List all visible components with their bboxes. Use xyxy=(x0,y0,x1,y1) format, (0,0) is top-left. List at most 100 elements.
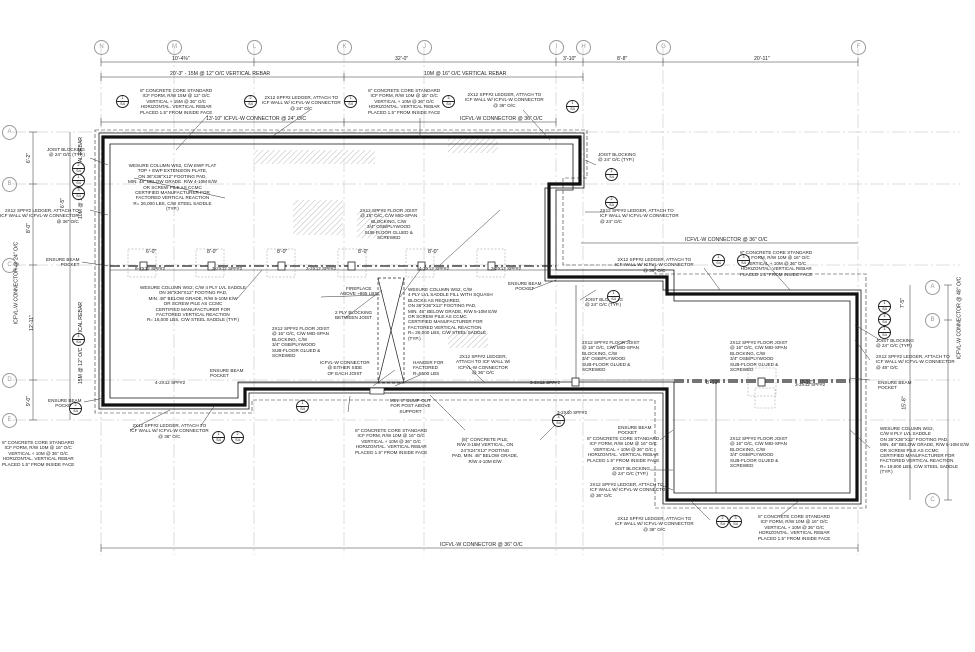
beam-lines xyxy=(110,265,850,383)
grid-bubble-left-c: C xyxy=(2,258,17,273)
dim-left-b: 6'-5" xyxy=(60,197,67,209)
dimension-lines xyxy=(29,58,952,552)
fireplace-framing xyxy=(369,277,405,395)
note-wesure-column-1: WESURE COLUMN WS2, C/W EWF FLAT TOP + EW… xyxy=(128,163,217,212)
grid-bubble-top-f: F xyxy=(851,40,866,55)
note-icf-wall-bottom-mid: 8" CONCRETE CORE STANDARD ICF FORM, R/W … xyxy=(355,428,428,455)
note-ledger-bottom-mid: 2x12 SPF#2 LEDGER, ATTACH TO ICF WALL W/… xyxy=(590,482,669,498)
note-floor-joist-1: 2x12 SPF#2 FLOOR JOIST @ 16" O/C, C/W MI… xyxy=(360,208,418,241)
beam-label-8: 3-2x12 SPF#2 xyxy=(795,382,826,387)
note-beam-pocket-right-lower: ENSURE BEAM POCKET xyxy=(618,425,652,436)
note-2ply-blocking: 2 PLY BLOCKING BETWEEN JOIST xyxy=(335,310,373,321)
grid-bubble-right-c: C xyxy=(925,493,940,508)
dim-right-a: 7'-5" xyxy=(900,297,907,309)
rebar-top-right: 10M @ 16" O/C VERTICAL REBAR xyxy=(424,71,507,77)
grid-bubble-left-d: D xyxy=(2,373,17,388)
note-floor-joist-4: 2x12 SPF#2 FLOOR JOIST @ 16" O/C, C/W MI… xyxy=(730,340,788,373)
note-wesure-column-4: WESURE COLUMN WS2, C/W 8 PLY LVL SADDLE … xyxy=(880,426,969,475)
note-hanger: HANGER FOR FACTORED R=5500 LBS xyxy=(413,360,444,376)
beam-secondary-lines xyxy=(110,269,717,493)
grid-bubble-left-b: B xyxy=(2,177,17,192)
connector-top-a: 13'-10" ICFVL-W CONNECTOR @ 24" O/C xyxy=(206,116,307,122)
dim-top-1: 10'-4⅜" xyxy=(172,56,190,62)
grid-bubble-top-h: H xyxy=(576,40,591,55)
grid-bubble-right-b: B xyxy=(925,313,940,328)
beam-label-7: 3-2x12 SPF#2 xyxy=(530,380,561,385)
connector-top-b: ICFVL-W CONNECTOR @ 36" O/C xyxy=(460,116,543,122)
note-icf-wall-top-left: 8" CONCRETE CORE STANDARD ICF FORM, R/W … xyxy=(140,88,213,115)
note-beam-pocket-left-1: ENSURE BEAM POCKET xyxy=(46,257,80,268)
note-ledger-mid: 2x12 SPF#2 LEDGER, ATTACH TO ICF WALL W/… xyxy=(456,354,511,376)
grid-bubble-left-e: E xyxy=(2,413,17,428)
grid-bubble-right-a: A xyxy=(925,280,940,295)
note-ledger-right-1: 2x12 SPF#2 LEDGER, ATTACH TO ICF WALL W/… xyxy=(600,208,679,224)
note-ledger-bottom-right: 2x12 SPF#2 LEDGER, ATTACH TO ICF WALL W/… xyxy=(615,516,694,532)
note-beam-pocket-lower: ENSURE BEAM POCKET xyxy=(210,368,244,379)
dim-right-b: 15'-8" xyxy=(901,396,908,410)
grid-bubble-top-i: I xyxy=(549,40,564,55)
note-ledger-top-1: 2x12 SPF#2 LEDGER, ATTACH TO ICF WALL W/… xyxy=(262,95,341,111)
note-joist-blocking-lower: JOIST BLOCKING @ 24" O/C (TYP.) xyxy=(612,466,650,477)
note-joist-blocking-far-right: JOIST BLOCKING @ 24" O/C (TYP.) xyxy=(876,338,914,349)
beam-label-5: 3-2x12 SPF#2 xyxy=(491,266,522,271)
grid-bubble-top-g: G xyxy=(656,40,671,55)
grid-bubble-top-n: N xyxy=(94,40,109,55)
note-beam-pocket-mid: ENSURE BEAM POCKET xyxy=(508,281,542,292)
note-joist-blocking-right: JOIST BLOCKING @ 24" O/C (TYP.) xyxy=(598,152,636,163)
connector-right-vertical: ICFVL-W CONNECTOR @ 48" O/C xyxy=(956,276,963,360)
note-icf-wall-mid-right: 8" CONCRETE CORE STANDARD ICF FORM, R/W … xyxy=(587,436,660,463)
dim-left-e: 9'-0" xyxy=(26,395,33,407)
icf-walls xyxy=(98,132,862,505)
grid-lines xyxy=(12,48,960,555)
note-icf-wall-top-right: 8" CONCRETE CORE STANDARD ICF FORM, R/W … xyxy=(740,250,813,277)
leader-lines xyxy=(81,109,881,521)
grid-bubble-top-m: M xyxy=(167,40,182,55)
grid-bubble-left-a: A xyxy=(2,125,17,140)
note-ledger-bottom-left: 2x12 SPF#2 LEDGER, ATTACH TO ICF WALL W/… xyxy=(130,423,209,439)
beam-label-3: 3-2x12 SPF#2 xyxy=(306,266,337,271)
dim-top-3: 3'-10" xyxy=(563,56,577,62)
beam-label-9: 3-2x10 SPF#2 xyxy=(557,410,588,415)
note-connector-joist: ICFVL-W CONNECTOR @ EITHER SIDE OF EACH … xyxy=(320,360,370,376)
note-wesure-column-3: WESURE COLUMN WS2, C/W 4 PLY LVL SADDLE … xyxy=(408,287,497,341)
dim-left-c: 8'-0" xyxy=(26,222,33,234)
beam-label-1: 6-2x12 SPF#2 xyxy=(135,266,166,271)
note-wesure-column-2: WESURE COLUMN WS2, C/W 4 PLY LVL SADDLE … xyxy=(140,285,247,323)
note-icf-wall-bottom-left: 8" CONCRETE CORE STANDARD ICF FORM, R/W … xyxy=(2,440,75,467)
connector-left: ICFVL-W CONNECTOR @ 24" O/C xyxy=(13,241,20,325)
dim-inner-right-b: 8'-10" xyxy=(800,380,814,386)
dim-top-5: 20'-11" xyxy=(754,56,770,62)
note-floor-joist-5: 2x12 SPF#2 FLOOR JOIST @ 16" O/C, C/W MI… xyxy=(730,436,788,469)
beam-label-2: 3-2x12 SPF#2 xyxy=(212,266,243,271)
dim-left-a: 6'-2" xyxy=(26,152,33,164)
dim-top-4: 8'-8" xyxy=(617,56,628,62)
grid-bubble-top-j: J xyxy=(417,40,432,55)
beam-label-6: 4-2x12 SPF#2 xyxy=(155,380,186,385)
note-ledger-top-2: 2x12 SPF#2 LEDGER, ATTACH TO ICF WALL W/… xyxy=(465,92,544,108)
dim-inner-d1: 6'-0" xyxy=(146,249,157,255)
